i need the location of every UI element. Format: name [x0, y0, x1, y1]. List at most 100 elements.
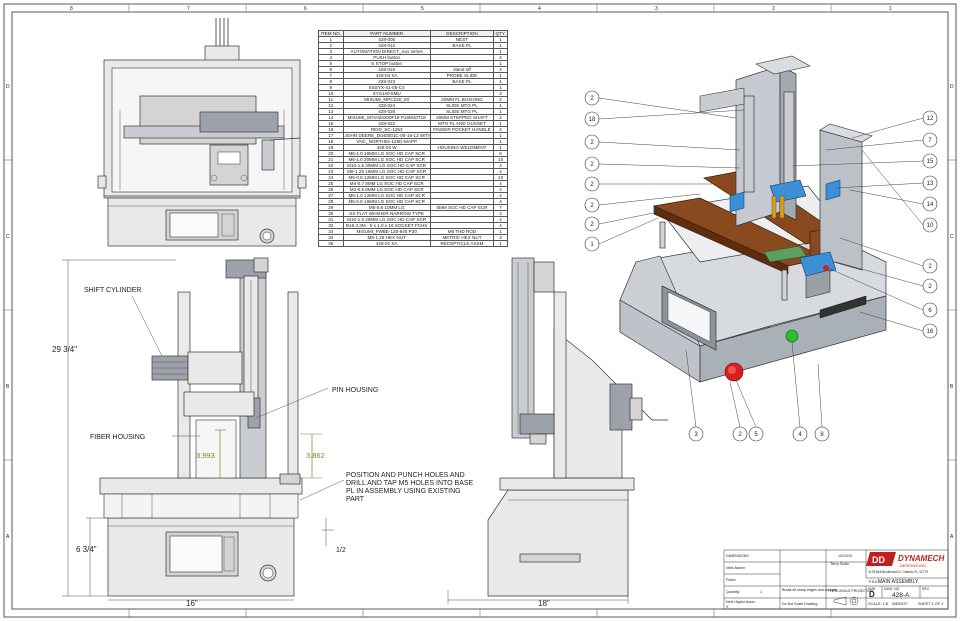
- isometric-view: [619, 55, 887, 383]
- bom-part-number: M10-1.5 30MM LG SOC HD CAP SCR: [342, 162, 431, 169]
- zone-top-8: 8: [70, 6, 73, 12]
- callout-item-13: 10: [927, 223, 934, 229]
- bom-description: HOUSING WELDMENT: [429, 144, 495, 151]
- tb-scale: SCALE: 1:8: [868, 602, 888, 606]
- svg-text:DD: DD: [872, 555, 885, 565]
- bom-part-number: SS FLAT WASHER NARROW TYPE: [342, 210, 431, 217]
- callout-item-12: 14: [927, 202, 934, 208]
- bom-part-number: M4-0.7 8MM LG SOC HD CAP SCR: [342, 180, 431, 187]
- tb-next-higher-value: X: [726, 605, 729, 609]
- tb-dimensions-label: DIMENSIONS: [726, 554, 749, 558]
- zone-side-b: B: [6, 384, 10, 390]
- side-view: [447, 257, 668, 604]
- bom-part-number: M3-0.5 8MM LG SOC HD CAP SCR: [342, 186, 431, 193]
- tb-title-label: TITLE:: [868, 580, 879, 584]
- zone-top-2: 2: [772, 6, 775, 12]
- tb-do-not-scale: Do Not Scale Drawing: [782, 602, 817, 606]
- callout-item-22: 8: [820, 432, 824, 438]
- callout-item-0: 2: [590, 96, 594, 102]
- callout-item-1: 18: [589, 117, 596, 123]
- tb-third-angle: THIRD ANGLE PROJECTION: [828, 589, 874, 593]
- zone-side-a: A: [6, 534, 10, 540]
- bom-part-number: M5-0.8 16MM LG SOC HD CAP SCR: [342, 198, 431, 205]
- callout-item-20: 5: [754, 432, 758, 438]
- bom-description: 5MM SOC HD CAP SCR: [429, 204, 495, 211]
- zone-top-4: 4: [538, 6, 541, 12]
- bom-part-number: M6-1.0 20MM LG SOC HD CAP SCR: [342, 156, 431, 163]
- callout-item-15: 2: [928, 284, 932, 290]
- zone-top-7: 7: [187, 6, 190, 12]
- label-shift-cylinder: SHIFT CYLINDER: [84, 287, 141, 294]
- dim-width: 16": [186, 599, 198, 608]
- dim-3-862: 3.862: [306, 451, 325, 460]
- tb-next-higher-label: Next Higher Assm.: [726, 600, 756, 604]
- bom-description: RECEPTICLE ASSM: [429, 240, 495, 247]
- tb-finish-label: Finish: [726, 578, 736, 582]
- bom-part-number: M10-1.5 25MM LG SOC HD CAP SCR: [342, 216, 431, 223]
- tb-rev: REV: [922, 587, 930, 591]
- label-fiber-housing: FIBER HOUSING: [90, 434, 145, 441]
- bom-part-number: M8-1.25 16MM LG SOC HD CAP SCR: [342, 168, 431, 175]
- zone-top-5: 5: [421, 6, 424, 12]
- tb-size-label: SIZE: [868, 587, 876, 591]
- assembly-note: POSITION AND PUNCH HOLES AND DRILL AND T…: [346, 472, 474, 503]
- tb-date: 10/13/15: [838, 554, 852, 558]
- bom-header-item: ITEM NO.: [318, 30, 344, 37]
- bom-description: 20MM STEPPED SHAFT: [429, 114, 495, 121]
- zone-side-b-right: B: [950, 384, 954, 390]
- callout-item-18: 3: [694, 432, 698, 438]
- callout-item-17: 16: [927, 329, 934, 335]
- bom-part-number: 428-01 SA: [342, 240, 431, 247]
- bom-part-number: M6-1.0 12MM LG SOC HD CAP SCR: [342, 192, 431, 199]
- zone-top-3: 3: [655, 6, 658, 12]
- front-view: [62, 257, 345, 601]
- dim-height: 29 3/4": [52, 345, 77, 354]
- zone-side-c: C: [6, 234, 10, 240]
- bom-part-number: M6-1.0 16MM LG SOC HD CAP SCR: [342, 150, 431, 157]
- tb-size: D: [869, 590, 875, 599]
- dim-depth: 18": [538, 599, 550, 608]
- zone-top-6: 6: [304, 6, 307, 12]
- callout-item-10: 15: [927, 159, 934, 165]
- company-logo: DD: [866, 552, 896, 566]
- tb-title: MAIN ASSEMBLY: [878, 579, 919, 585]
- callout-item-2: 2: [590, 140, 594, 146]
- top-view: [97, 18, 307, 247]
- bom-part-number: MISUMI_SFAH20200F19 P16M10T19: [342, 114, 431, 121]
- tb-weight: WEIGHT:: [892, 602, 908, 606]
- tb-quantity-value: 1: [760, 590, 762, 594]
- third-angle-symbol: [833, 596, 859, 606]
- tb-dwg-no: 428-A: [892, 592, 910, 599]
- zone-top-1: 1: [889, 6, 892, 12]
- callout-item-21: 4: [798, 432, 802, 438]
- bom-item-no: 35: [318, 240, 344, 247]
- callout-item-3: 2: [590, 162, 594, 168]
- callout-item-5: 2: [590, 203, 594, 209]
- zone-side-a-right: A: [950, 534, 954, 540]
- bom-qty: 1: [493, 240, 508, 247]
- dim-3-993: 3.993: [196, 451, 215, 460]
- dim-half: 1/2: [336, 547, 346, 554]
- zone-side-d-right: D: [950, 84, 954, 90]
- callout-item-11: 13: [927, 181, 934, 187]
- tb-sheet: SHEET 1 OF 1: [918, 602, 943, 606]
- callout-item-19: 2: [738, 432, 742, 438]
- callout-item-4: 2: [590, 182, 594, 188]
- zone-side-d: D: [6, 84, 10, 90]
- tb-quantity-label: Quantity: [726, 590, 740, 594]
- title-block-lines: [723, 549, 949, 610]
- top-zone-ticks: [4, 4, 956, 617]
- tb-company-sub: DESIGNS INC.: [900, 563, 927, 568]
- bom-header-qty: QTY.: [493, 30, 508, 37]
- callout-item-14: 2: [928, 264, 932, 270]
- bom-header-row: ITEM NO. PART NUMBER DESCRIPTION QTY.: [318, 30, 508, 37]
- tb-address: 4178 Bell Boulevard Dr. Orlando FL 32779: [868, 570, 928, 574]
- callouts: [584, 90, 938, 442]
- callout-item-8: 12: [927, 116, 934, 122]
